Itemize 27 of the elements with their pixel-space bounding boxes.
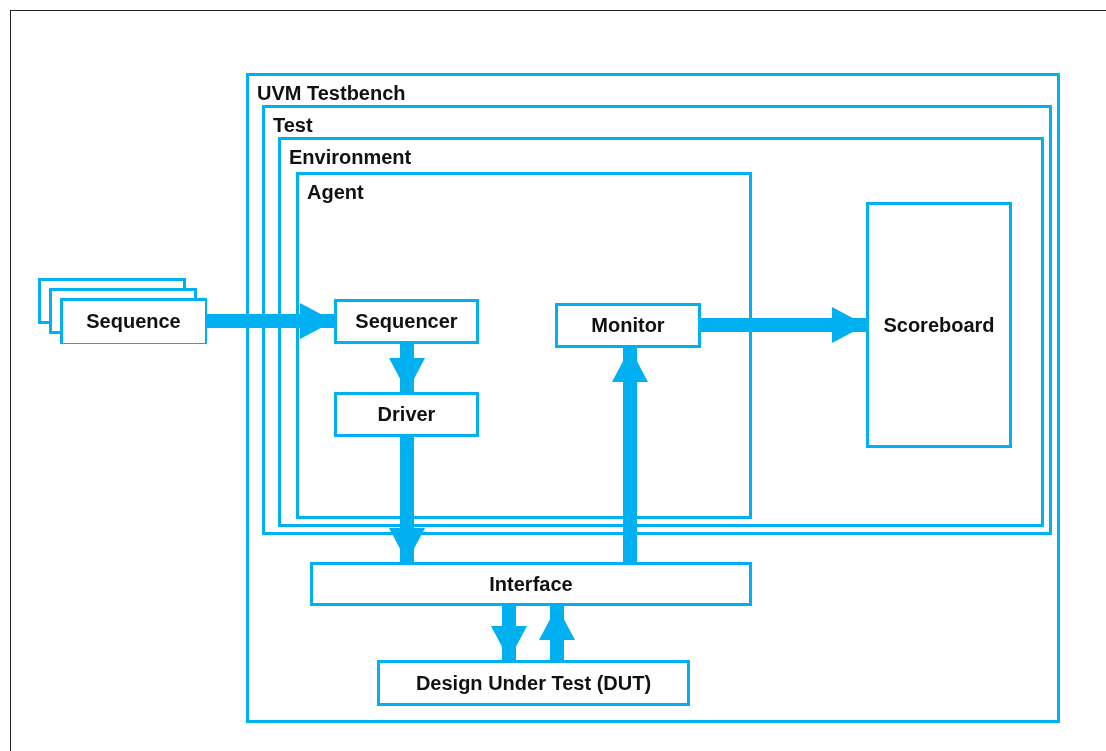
- process-box: [555, 303, 701, 348]
- process-box: [334, 392, 479, 437]
- arrow: [701, 307, 866, 343]
- node-label: Monitor: [591, 314, 665, 337]
- node-label: Sequence: [86, 309, 181, 333]
- arrow: [612, 348, 648, 562]
- container-heading: UVM Testbench: [257, 82, 406, 104]
- container-box: [296, 172, 752, 519]
- arrow: [389, 437, 425, 562]
- arrow: [389, 344, 425, 392]
- arrow: [491, 606, 527, 660]
- process-box: [866, 202, 1012, 448]
- container-heading: Test: [273, 114, 313, 136]
- arrow: [539, 606, 575, 660]
- container-heading: Environment: [289, 146, 412, 168]
- node-label: Interface: [489, 572, 573, 596]
- container-heading: Agent: [307, 181, 364, 203]
- node-label: Scoreboard: [883, 313, 995, 337]
- process-box: [310, 562, 752, 606]
- process-box: [377, 660, 690, 706]
- node-label: Sequencer: [355, 310, 458, 333]
- process-box: [334, 299, 479, 344]
- node-label: Driver: [377, 403, 436, 426]
- stacked-boxes: [38, 278, 207, 344]
- node-label: Design Under Test (DUT): [415, 671, 652, 695]
- container-box: [246, 73, 1060, 723]
- arrow: [207, 303, 334, 339]
